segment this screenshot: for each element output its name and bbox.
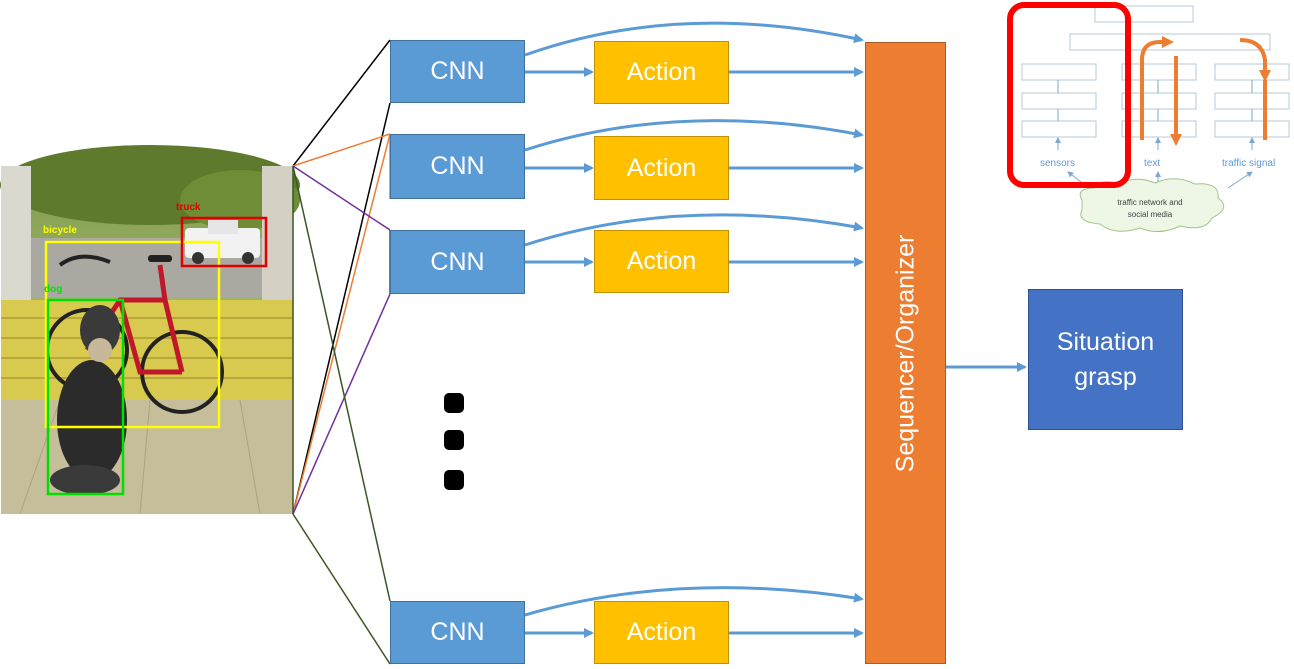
- action-box-3: Action: [594, 230, 729, 293]
- inset-architecture-diagram: sensors text traffic signal traffic netw…: [1007, 2, 1290, 232]
- bicycle-label: bicycle: [43, 225, 77, 236]
- cnn-box-3: CNN: [390, 230, 525, 294]
- dog-bbox: [46, 298, 125, 496]
- flow-arrows: [524, 21, 1027, 638]
- situation-label-line-1: Situation: [1056, 327, 1155, 356]
- action-label: Action: [626, 618, 697, 646]
- cnn-label: CNN: [430, 152, 485, 180]
- ellipsis-dot: [444, 430, 464, 450]
- bicycle-bbox: [44, 240, 221, 429]
- inset-traffic-signal-label: traffic signal: [1222, 158, 1275, 169]
- cnn-label: CNN: [430, 247, 485, 276]
- action-box-4: Action: [594, 601, 729, 664]
- sequencer-label: Sequencer/Organizer: [891, 234, 920, 472]
- truck-label: truck: [176, 202, 201, 213]
- cnn-box-1: CNN: [390, 40, 525, 103]
- truck-bbox: [180, 216, 268, 268]
- inset-sensors-label: sensors: [1040, 158, 1075, 169]
- cnn-box-2: CNN: [390, 134, 525, 199]
- inset-highlight-box: [1007, 2, 1131, 188]
- ellipsis-dot: [444, 393, 464, 413]
- situation-label-line-2: grasp: [1074, 362, 1137, 391]
- cnn-box-4: CNN: [390, 601, 525, 664]
- action-label: Action: [626, 58, 697, 86]
- ellipsis-dot: [444, 470, 464, 490]
- action-label: Action: [626, 247, 697, 275]
- cnn-label: CNN: [430, 618, 485, 646]
- fanout-lines: [292, 39, 391, 665]
- situation-grasp-box: Situation grasp: [1028, 289, 1183, 430]
- action-box-1: Action: [594, 41, 729, 104]
- inset-cloud-line-2: social media: [1128, 210, 1173, 219]
- cnn-label: CNN: [430, 57, 485, 85]
- action-label: Action: [626, 153, 697, 182]
- inset-cloud-line-1: traffic network and: [1117, 198, 1182, 207]
- inset-text-label: text: [1144, 158, 1160, 169]
- dog-label: dog: [44, 284, 62, 295]
- input-photo: bicycle truck dog: [0, 145, 300, 515]
- sequencer-organizer-box: Sequencer/Organizer: [865, 42, 946, 664]
- action-box-2: Action: [594, 136, 729, 200]
